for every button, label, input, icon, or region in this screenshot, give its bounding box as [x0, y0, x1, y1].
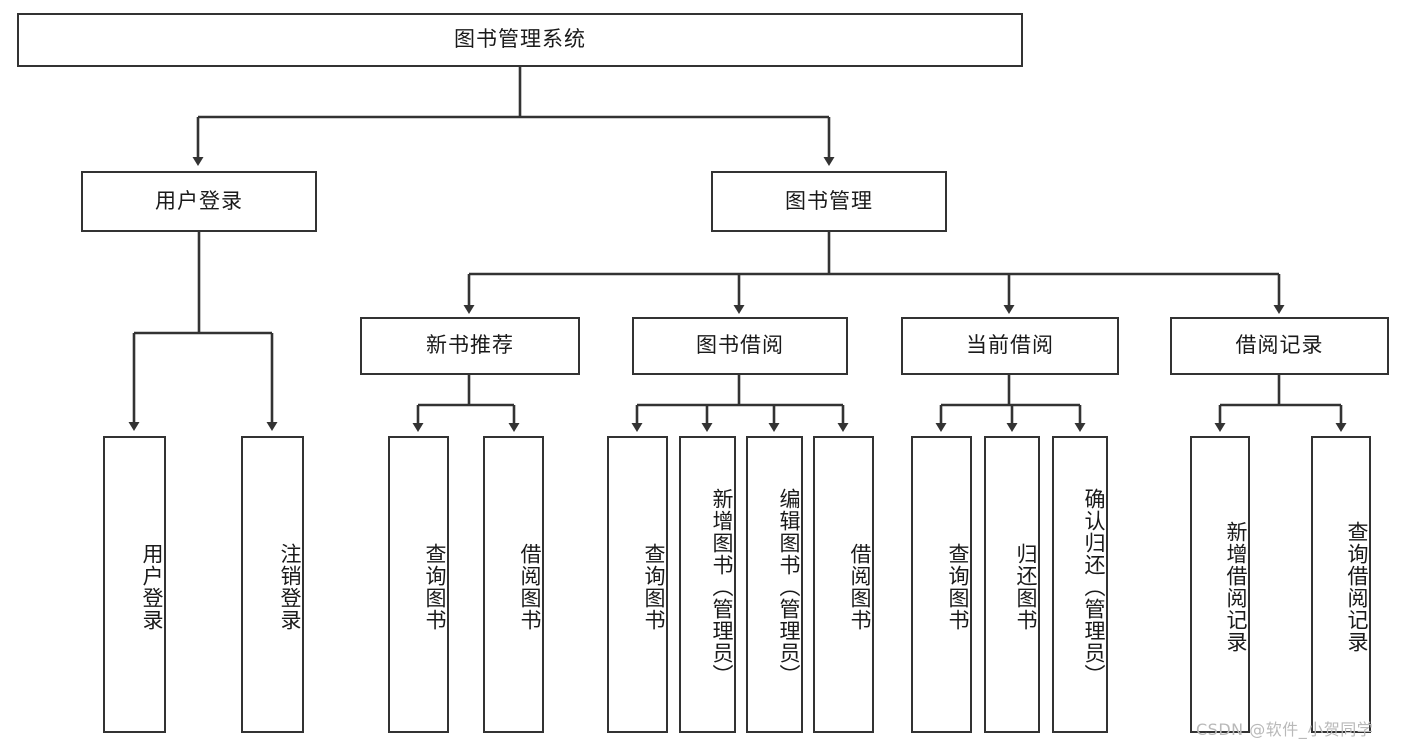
- leaf-query-book-c[interactable]: 查询图书: [911, 436, 972, 733]
- node-borrow-record[interactable]: 借阅记录: [1170, 317, 1389, 375]
- leaf-confirm-return-admin[interactable]: 确认归还（管理员）: [1052, 436, 1108, 733]
- leaf-return-book[interactable]: 归还图书: [984, 436, 1040, 733]
- leaf-borrow-book-b[interactable]: 借阅图书: [813, 436, 874, 733]
- edge-group-new-book: [412, 375, 520, 432]
- leaf-logout[interactable]: 注销登录: [241, 436, 304, 733]
- node-book-management[interactable]: 图书管理: [711, 171, 947, 232]
- edge-group-current-borrow: [935, 375, 1086, 432]
- node-root[interactable]: 图书管理系统: [17, 13, 1023, 67]
- edge-group-book-management: [463, 232, 1285, 314]
- leaf-borrow-book-a[interactable]: 借阅图书: [483, 436, 544, 733]
- leaf-edit-book-admin[interactable]: 编辑图书（管理员）: [746, 436, 803, 733]
- edge-group-borrow-record: [1214, 375, 1347, 432]
- edge-group-root: [192, 67, 835, 166]
- edge-group-user-login: [128, 232, 278, 431]
- leaf-add-book-admin[interactable]: 新增图书（管理员）: [679, 436, 736, 733]
- leaf-query-borrow-record[interactable]: 查询借阅记录: [1311, 436, 1371, 733]
- node-user-login[interactable]: 用户登录: [81, 171, 317, 232]
- leaf-query-book-b[interactable]: 查询图书: [607, 436, 668, 733]
- node-new-book-recommend[interactable]: 新书推荐: [360, 317, 580, 375]
- leaf-user-login[interactable]: 用户登录: [103, 436, 166, 733]
- node-current-borrow[interactable]: 当前借阅: [901, 317, 1119, 375]
- edge-group-book-borrow: [631, 375, 849, 432]
- leaf-query-book-a[interactable]: 查询图书: [388, 436, 449, 733]
- leaf-add-borrow-record[interactable]: 新增借阅记录: [1190, 436, 1250, 733]
- node-book-borrow[interactable]: 图书借阅: [632, 317, 848, 375]
